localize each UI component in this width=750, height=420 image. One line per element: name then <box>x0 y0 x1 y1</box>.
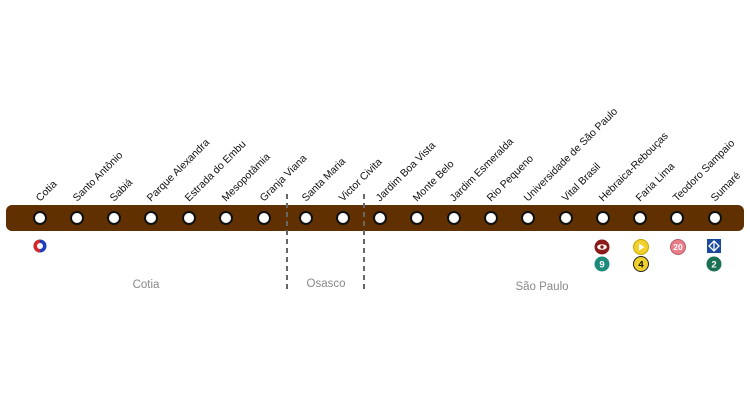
station-dot-mesopotamia <box>219 211 233 225</box>
emtu-eye-icon <box>594 239 610 255</box>
station-dot-jardim-esmeralda <box>447 211 461 225</box>
metro-logo-icon <box>707 239 721 253</box>
station-label-teodoro-sampaio: Teodoro Sampaio <box>671 137 738 204</box>
airport-express-icon <box>633 239 649 255</box>
station-dot-rio-pequeno <box>484 211 498 225</box>
line-2-badge-icon: 2 <box>706 256 722 272</box>
station-label-jardim-esmeralda: Jardim Esmeralda <box>448 136 516 204</box>
station-dot-sabia <box>107 211 121 225</box>
station-dot-parque-alexandra <box>144 211 158 225</box>
line-20-badge-icon: 20 <box>670 239 686 255</box>
region-label-sao-paulo: São Paulo <box>515 281 568 293</box>
region-label-cotia: Cotia <box>133 279 160 291</box>
station-dot-sumare <box>708 211 722 225</box>
line-4-badge-label: 4 <box>638 260 644 271</box>
station-label-parque-alexandra: Parque Alexandra <box>145 136 213 204</box>
station-dot-victor-civita <box>336 211 350 225</box>
intercity-bus-icon <box>33 239 47 253</box>
station-label-cotia: Cotia <box>34 178 60 204</box>
station-label-hebraica-reboucas: Hebraica-Rebouças <box>597 130 671 204</box>
station-dot-universidade-de-sao-paulo <box>521 211 535 225</box>
line-4-badge-icon: 4 <box>633 256 649 272</box>
station-dot-estrada-do-embu <box>182 211 196 225</box>
station-dot-faria-lima <box>633 211 647 225</box>
station-dot-vital-brasil <box>559 211 573 225</box>
station-dot-santo-antonio <box>70 211 84 225</box>
station-dot-jardim-boa-vista <box>373 211 387 225</box>
station-label-sumare: Sumaré <box>709 170 744 205</box>
region-label-osasco: Osasco <box>307 278 346 290</box>
station-dot-hebraica-reboucas <box>596 211 610 225</box>
line-9-badge-icon: 9 <box>594 256 610 272</box>
station-dot-teodoro-sampaio <box>670 211 684 225</box>
station-dot-granja-viana <box>257 211 271 225</box>
station-label-sabia: Sabiá <box>108 177 136 205</box>
station-dot-cotia <box>33 211 47 225</box>
station-dot-santa-maria <box>299 211 313 225</box>
line-9-badge-label: 9 <box>599 260 604 271</box>
station-dot-monte-belo <box>410 211 424 225</box>
line-2-badge-label: 2 <box>711 260 716 271</box>
line-20-badge-label: 20 <box>673 242 683 252</box>
